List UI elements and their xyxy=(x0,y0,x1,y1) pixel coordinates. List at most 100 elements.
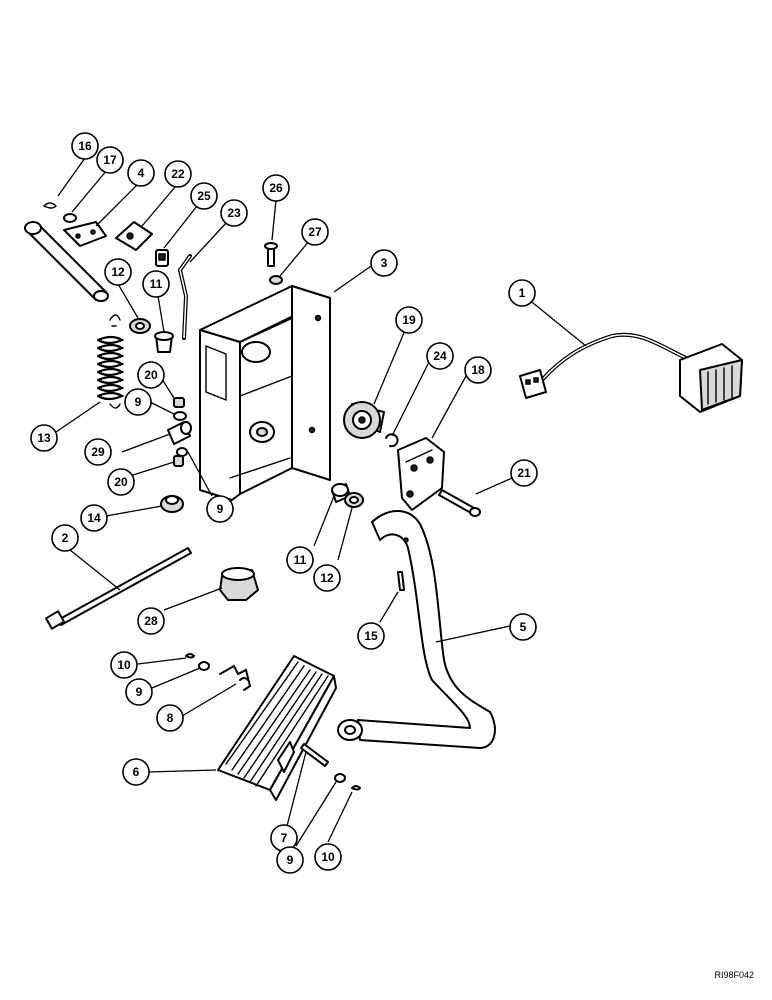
callout-12-upper: 12 xyxy=(104,258,132,286)
callout-label: 19 xyxy=(402,313,416,327)
callout-label: 22 xyxy=(171,167,185,181)
part-9-washer-d xyxy=(334,773,346,783)
callout-label: 13 xyxy=(37,431,51,445)
callout-28: 28 xyxy=(137,607,165,635)
callout-label: 7 xyxy=(281,831,288,845)
callout-label: 15 xyxy=(364,629,378,643)
part-3-mounting-bracket xyxy=(199,285,331,501)
callout-26: 26 xyxy=(262,174,290,202)
callout-label: 9 xyxy=(217,502,224,516)
part-20-nut-upper xyxy=(173,397,185,408)
part-15-roll-pin xyxy=(397,571,405,591)
callout-18: 18 xyxy=(464,356,492,384)
callout-29: 29 xyxy=(84,438,112,466)
callout-9-c: 9 xyxy=(125,678,153,706)
callout-11-upper: 11 xyxy=(142,270,170,298)
callout-label: 9 xyxy=(136,685,143,699)
callout-9-b: 9 xyxy=(206,495,234,523)
part-27-nut xyxy=(269,275,283,285)
part-21-screw xyxy=(438,489,481,517)
callout-label: 11 xyxy=(294,553,307,567)
callout-12-lower: 12 xyxy=(313,564,341,592)
callout-14: 14 xyxy=(80,504,108,532)
callout-10-lower: 10 xyxy=(314,843,342,871)
callout-label: 21 xyxy=(517,466,531,480)
part-17-washer xyxy=(63,213,77,223)
callout-23: 23 xyxy=(220,199,248,227)
part-2-rod xyxy=(44,547,192,630)
part-12-bushing-lower xyxy=(344,492,364,508)
callout-label: 20 xyxy=(114,475,128,489)
part-18-sensor xyxy=(397,437,445,511)
part-19-wheel xyxy=(343,401,385,439)
callout-22: 22 xyxy=(164,160,192,188)
callout-label: 16 xyxy=(78,139,92,153)
callout-label: 12 xyxy=(111,265,125,279)
part-24-snap-ring xyxy=(385,433,399,448)
callout-9-a: 9 xyxy=(124,388,152,416)
callout-label: 5 xyxy=(520,620,527,634)
callout-label: 12 xyxy=(320,571,334,585)
part-5-pedal-arm xyxy=(337,510,496,749)
callout-label: 1 xyxy=(519,286,526,300)
callout-label: 10 xyxy=(321,850,335,864)
part-29-pin xyxy=(167,421,192,445)
part-26-bolt xyxy=(264,242,278,267)
callout-11-lower: 11 xyxy=(286,546,314,574)
callout-label: 27 xyxy=(308,225,322,239)
callout-15: 15 xyxy=(357,622,385,650)
callout-13: 13 xyxy=(30,424,58,452)
callout-2: 2 xyxy=(51,524,79,552)
part-6-pedal-pad xyxy=(217,655,337,801)
callout-label: 3 xyxy=(381,256,388,270)
callout-label: 2 xyxy=(62,531,69,545)
callout-label: 29 xyxy=(91,445,105,459)
leader-lines xyxy=(55,157,587,847)
part-28-boot xyxy=(219,567,259,601)
part-25-connector xyxy=(155,249,169,267)
part-20-nut-lower xyxy=(173,455,184,467)
callout-label: 9 xyxy=(287,853,294,867)
callout-label: 18 xyxy=(471,363,485,377)
callout-20-lower: 20 xyxy=(107,468,135,496)
callout-24: 24 xyxy=(426,342,454,370)
callout-label: 11 xyxy=(150,277,163,291)
callout-label: 20 xyxy=(144,368,158,382)
part-9-washer-a xyxy=(173,411,187,421)
part-9-washer-b xyxy=(176,447,188,457)
part-13-spring xyxy=(96,314,125,409)
part-8-spring xyxy=(219,664,252,691)
callout-label: 6 xyxy=(133,765,140,779)
callout-label: 26 xyxy=(269,181,283,195)
callout-19: 19 xyxy=(395,306,423,334)
part-4-pivot-shaft xyxy=(24,221,109,302)
callout-3: 3 xyxy=(370,249,398,277)
callout-label: 24 xyxy=(433,349,447,363)
callout-label: 28 xyxy=(144,614,158,628)
callout-17: 17 xyxy=(96,146,124,174)
callout-16: 16 xyxy=(71,132,99,160)
part-1-wire-harness xyxy=(519,332,743,413)
callout-8: 8 xyxy=(156,704,184,732)
part-9-washer-c xyxy=(198,661,210,671)
part-11-bushing-upper xyxy=(154,331,174,353)
part-7-pivot-pin xyxy=(300,743,329,767)
callout-1: 1 xyxy=(508,279,536,307)
callout-20-upper: 20 xyxy=(137,361,165,389)
callout-label: 4 xyxy=(138,166,145,180)
callout-5: 5 xyxy=(509,613,537,641)
figure-reference-code: RI98F042 xyxy=(714,970,754,980)
callout-label: 8 xyxy=(167,711,174,725)
callout-label: 25 xyxy=(197,189,211,203)
part-22-switch xyxy=(115,221,153,251)
callout-label: 9 xyxy=(135,395,142,409)
part-10-clip-upper xyxy=(185,653,196,659)
callout-21: 21 xyxy=(510,459,538,487)
callout-25: 25 xyxy=(190,182,218,210)
callout-4: 4 xyxy=(127,159,155,187)
part-16-clip xyxy=(42,202,57,209)
callout-6: 6 xyxy=(122,758,150,786)
callout-label: 10 xyxy=(117,658,131,672)
callout-label: 14 xyxy=(87,511,101,525)
